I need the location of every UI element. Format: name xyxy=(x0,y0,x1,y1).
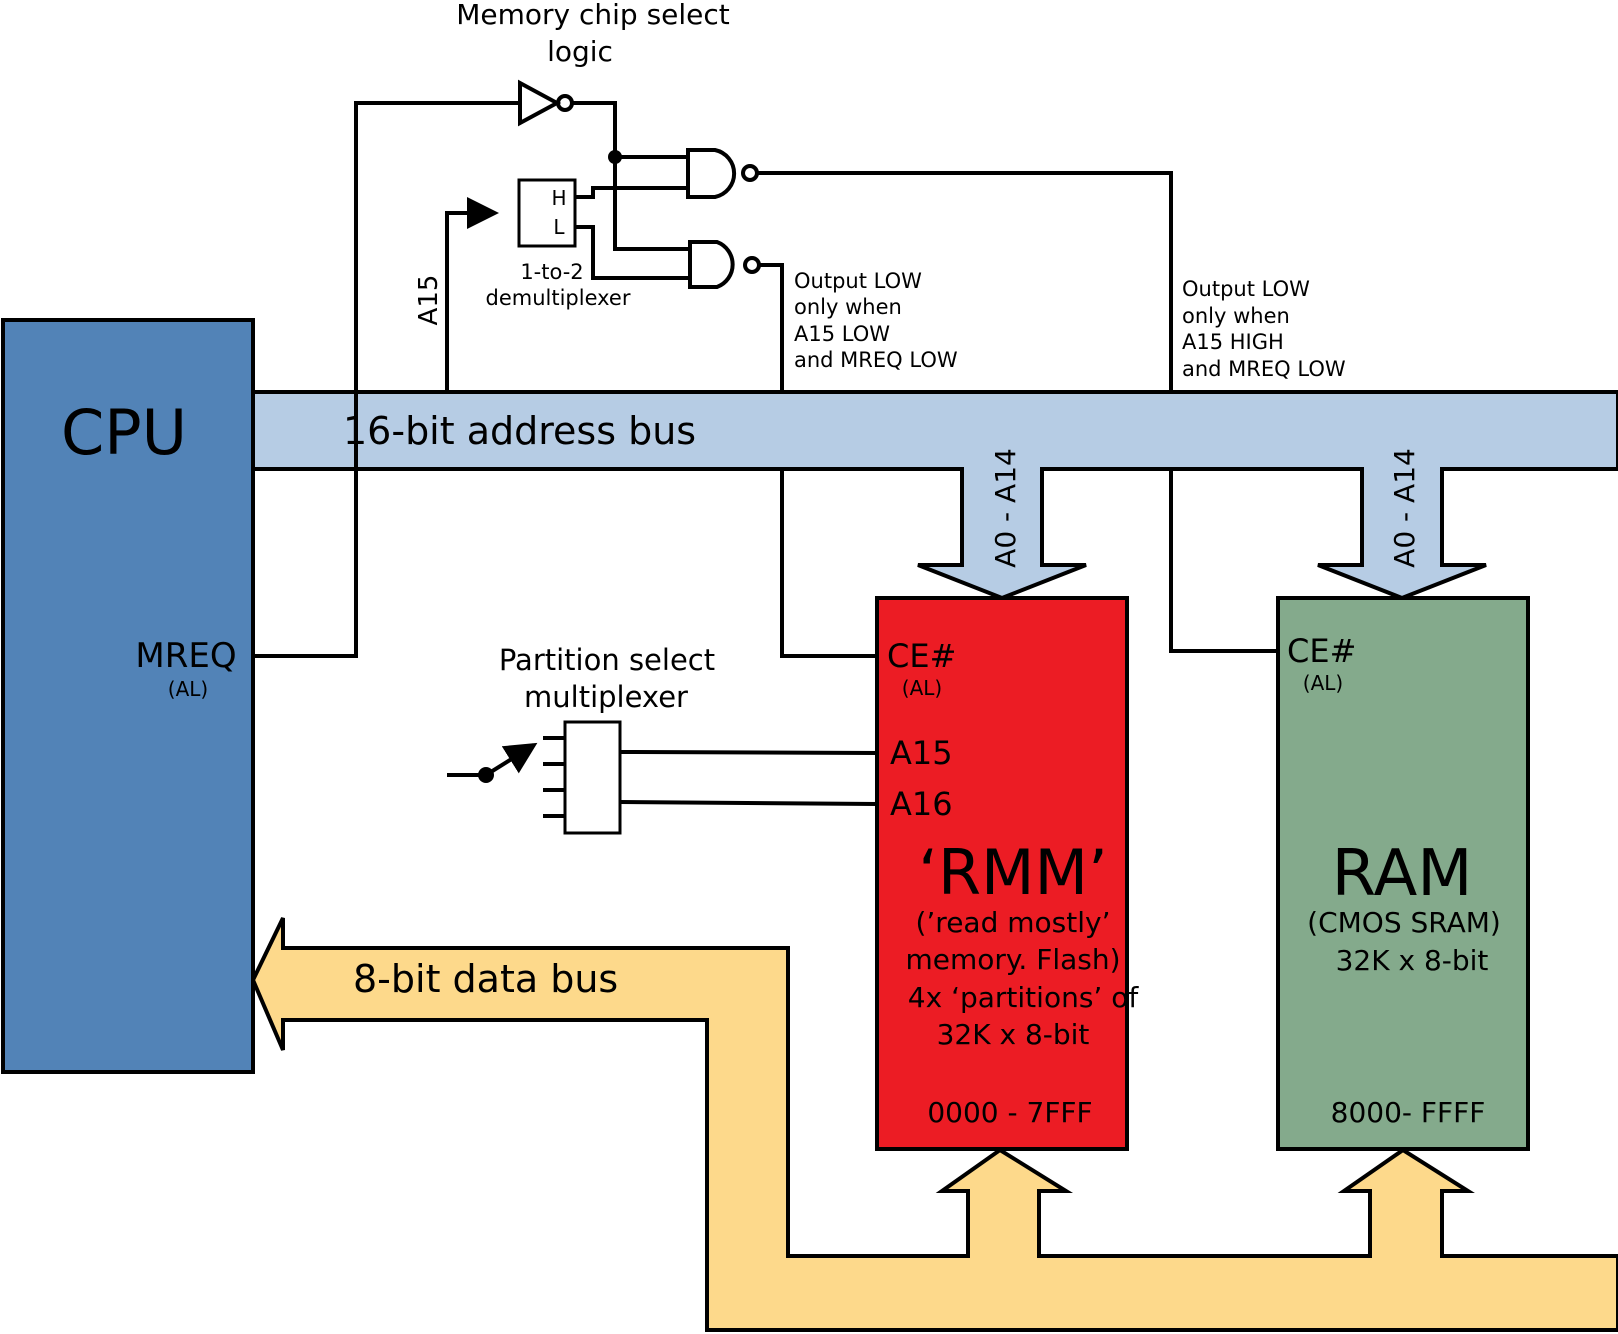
inverted-mreq-wire-lower xyxy=(613,157,690,251)
cpu-block xyxy=(1,318,255,1074)
a15-wire xyxy=(445,197,499,392)
rmm-title: ‘RMM’ xyxy=(918,836,1107,909)
nand-gate-upper xyxy=(686,148,759,199)
inverted-mreq-wire xyxy=(571,101,688,159)
rmm-address-branch-label: A0 - A14 xyxy=(989,448,1022,568)
address-bus xyxy=(251,390,1618,601)
mreq-wire xyxy=(253,101,520,658)
mreq-label: MREQ xyxy=(135,636,236,676)
a15-wire-label: A15 xyxy=(414,275,444,326)
ram-title: RAM xyxy=(1332,837,1473,911)
data-bus-label: 8-bit data bus xyxy=(353,957,618,1001)
high-output-note: Output LOW only when A15 HIGH and MREQ L… xyxy=(1182,277,1346,381)
demultiplexer: H L xyxy=(517,178,577,248)
rmm-a16-label: A16 xyxy=(890,785,953,823)
partition-multiplexer xyxy=(543,720,622,835)
note-line: only when xyxy=(794,295,902,319)
partition-a15-wire xyxy=(619,750,878,755)
demux-l-wire xyxy=(575,225,690,280)
demux-l-label: L xyxy=(553,215,565,239)
rmm-ce-active-low: (AL) xyxy=(902,676,942,700)
demux-h-label: H xyxy=(551,186,566,210)
rmm-chip-select-wire-lower xyxy=(780,469,877,658)
note-line: and MREQ LOW xyxy=(794,348,958,372)
note-line: Output LOW xyxy=(794,269,922,293)
inverter-gate xyxy=(518,79,574,127)
rmm-address-range: 0000 - 7FFF xyxy=(927,1096,1092,1129)
note-line: A15 LOW xyxy=(794,322,890,346)
ram-block xyxy=(1276,596,1530,1151)
ram-chip-select-wire xyxy=(758,171,1173,392)
rmm-a15-label: A15 xyxy=(890,734,953,772)
ram-ce-active-low: (AL) xyxy=(1303,671,1343,695)
partition-selector-switch xyxy=(447,742,538,783)
wire-junction xyxy=(608,150,622,164)
cpu-label: CPU xyxy=(61,396,187,469)
demux-h-wire xyxy=(575,186,688,199)
demux-caption: demultiplexer xyxy=(486,286,631,310)
rmm-desc-line: memory. Flash) xyxy=(905,943,1120,976)
demux-caption: 1-to-2 xyxy=(520,260,583,284)
note-line: Output LOW xyxy=(1182,277,1310,301)
note-line: and MREQ LOW xyxy=(1182,357,1346,381)
logic-title: Memory chip select xyxy=(456,0,730,31)
rmm-ce-label: CE# xyxy=(887,637,956,675)
note-line: only when xyxy=(1182,304,1290,328)
rmm-chip-select-wire xyxy=(760,263,784,392)
partition-title: Partition select xyxy=(499,643,715,677)
data-bus xyxy=(250,917,1618,1332)
ram-desc-line: 32K x 8-bit xyxy=(1336,944,1489,977)
ram-desc-line: (CMOS SRAM) xyxy=(1307,906,1501,939)
ram-address-range: 8000- FFFF xyxy=(1331,1096,1486,1129)
rmm-desc-line: 4x ‘partitions’ of xyxy=(908,981,1140,1014)
note-line: A15 HIGH xyxy=(1182,330,1284,354)
rmm-desc-line: (’read mostly’ xyxy=(915,906,1110,939)
rmm-desc-line: 32K x 8-bit xyxy=(937,1018,1090,1051)
low-output-note: Output LOW only when A15 LOW and MREQ LO… xyxy=(794,269,958,372)
nand-gate-lower xyxy=(688,240,761,289)
ram-address-branch-label: A0 - A14 xyxy=(1388,448,1421,568)
mreq-active-low-label: (AL) xyxy=(168,677,208,701)
ram-ce-label: CE# xyxy=(1287,632,1356,670)
logic-title: logic xyxy=(547,35,613,68)
address-bus-label: 16-bit address bus xyxy=(343,409,696,453)
ram-chip-select-wire-lower xyxy=(1169,469,1278,653)
partition-title: multiplexer xyxy=(524,680,688,714)
rmm-block xyxy=(875,596,1129,1151)
partition-a16-wire xyxy=(619,800,878,806)
